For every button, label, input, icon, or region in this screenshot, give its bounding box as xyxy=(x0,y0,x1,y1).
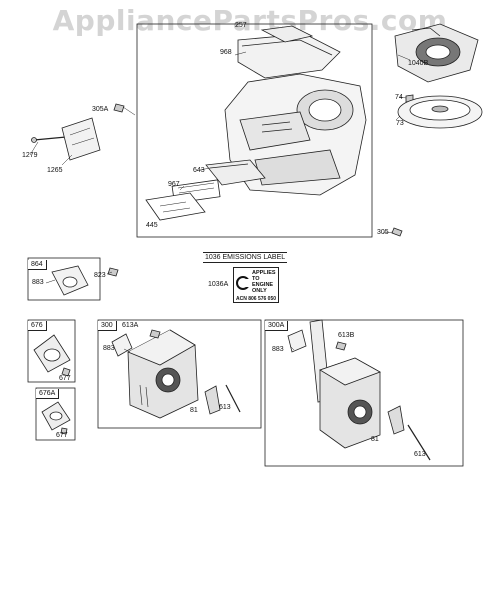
emissions-label-title: 1036 EMISSIONS LABEL xyxy=(203,252,288,263)
part-label-883-c: 883 xyxy=(272,346,284,353)
box-tag-676: 676 xyxy=(28,321,47,331)
air-cleaner-cover xyxy=(237,25,341,79)
part-label-305: 305 xyxy=(377,229,389,236)
part-label-677-b: 677 xyxy=(56,432,68,439)
part-label-1279: 1279 xyxy=(22,152,38,159)
bolt-613a xyxy=(225,384,241,413)
emissions-line-3: ENGINE xyxy=(252,282,274,288)
part-label-823: 823 xyxy=(94,272,106,279)
emissions-line-2: TO xyxy=(252,276,260,282)
part-label-1040B: 1040B xyxy=(408,60,429,67)
blower-housing-frame xyxy=(136,23,373,238)
part-label-74: 74 xyxy=(395,94,403,101)
screw-305A xyxy=(113,103,125,113)
bolt-613b xyxy=(407,424,431,461)
blower-housing xyxy=(224,73,367,196)
part-label-967: 967 xyxy=(168,181,180,188)
part-label-677-a: 677 xyxy=(59,375,71,382)
box-676A-frame xyxy=(35,387,76,441)
muffler-300 xyxy=(127,329,199,419)
screw-305 xyxy=(391,227,403,237)
part-label-613-a: 613 xyxy=(219,404,231,411)
box-tag-676A: 676A xyxy=(36,389,60,399)
box-tag-300A: 300A xyxy=(265,321,289,331)
plate-445 xyxy=(145,192,206,221)
label-bracket xyxy=(205,159,266,186)
part-label-445: 445 xyxy=(146,222,158,229)
gasket-300A xyxy=(287,329,307,353)
part-label-81-b: 81 xyxy=(371,436,379,443)
part-label-613A: 613A xyxy=(122,322,139,329)
emissions-line-4: ONLY xyxy=(252,288,267,294)
screw-823 xyxy=(107,267,119,277)
emissions-logo-icon xyxy=(236,276,250,290)
lock-81a xyxy=(204,385,221,415)
emissions-code: ACN 806 576 050 xyxy=(236,296,277,302)
box-300A-frame xyxy=(264,319,464,467)
part-label-883-a: 883 xyxy=(32,279,44,286)
guard-1265 xyxy=(61,117,101,161)
part-label-613-b: 613 xyxy=(414,451,426,458)
part-label-73: 73 xyxy=(396,120,404,127)
box-864-frame xyxy=(27,257,101,301)
housing-1040B xyxy=(394,23,479,83)
part-label-613B: 613B xyxy=(338,332,355,339)
muffler-300A xyxy=(309,319,381,449)
emissions-line-1: APPLIES xyxy=(252,270,276,276)
part-label-81-a: 81 xyxy=(190,407,198,414)
box-676-frame xyxy=(27,319,76,383)
part-label-883-b: 883 xyxy=(103,345,115,352)
box-tag-864: 864 xyxy=(28,260,47,270)
emissions-label-card: APPLIES TO ENGINE ONLY ACN 806 576 050 xyxy=(233,267,279,303)
screen-73 xyxy=(397,95,483,129)
lock-81b xyxy=(387,405,405,435)
part-label-257: 257 xyxy=(235,22,247,29)
part-label-643: 643 xyxy=(193,167,205,174)
part-label-305A: 305A xyxy=(92,106,109,113)
box-tag-300: 300 xyxy=(98,321,117,331)
part-label-968: 968 xyxy=(220,49,232,56)
part-label-1036A: 1036A xyxy=(208,281,229,288)
box-300-frame xyxy=(97,319,262,429)
part-label-1265: 1265 xyxy=(47,167,63,174)
bolt-1279 xyxy=(33,136,67,141)
